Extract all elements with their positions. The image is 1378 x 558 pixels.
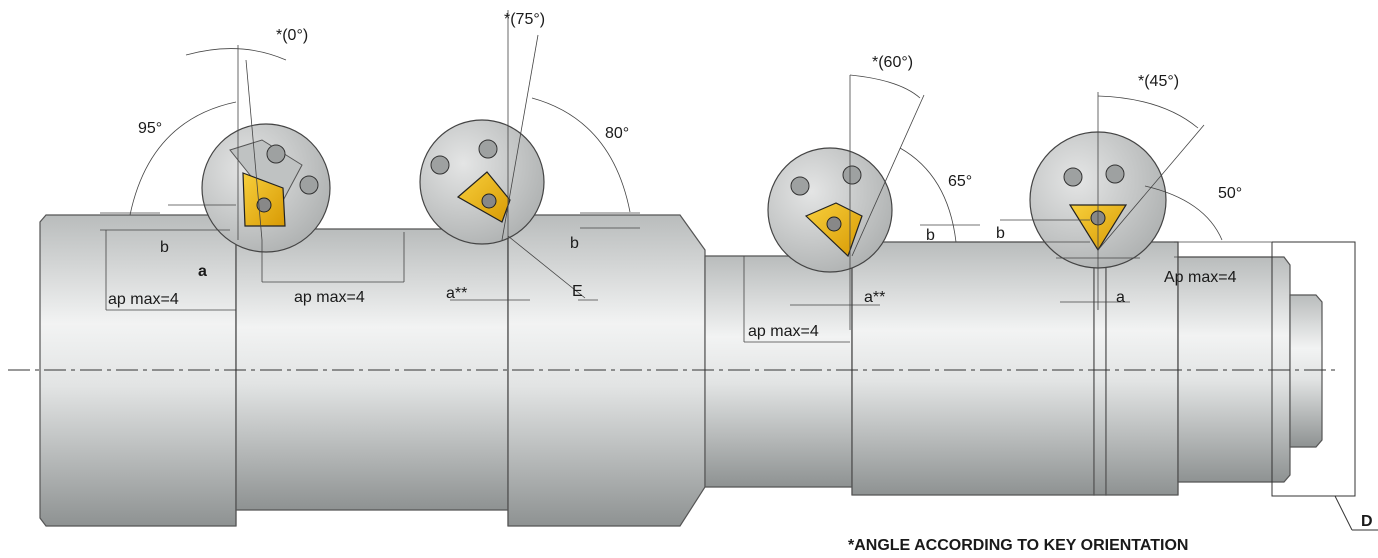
- label-angle-50: 50°: [1218, 185, 1242, 202]
- label-ap-max-2: ap max=4: [294, 289, 365, 306]
- label-angle-80: 80°: [605, 125, 629, 142]
- label-e: E: [572, 283, 583, 300]
- shaft-segment-4: [704, 255, 853, 488]
- label-ap-max-1: ap max=4: [108, 291, 179, 308]
- label-a-star-3: a**: [864, 289, 885, 306]
- tool-holder-1: [201, 123, 331, 253]
- labels: *(0°) *(75°) *(60°) *(45°) 95° 80° 65° 5…: [108, 11, 1373, 554]
- label-a-4: a: [1116, 289, 1125, 306]
- angle-lines: [100, 10, 1272, 343]
- tool-holder-3: [767, 147, 893, 273]
- label-angle-45: *(45°): [1138, 73, 1179, 90]
- label-b-2: b: [570, 235, 579, 252]
- shaft-segment-5: [851, 241, 1095, 496]
- label-a-1: a: [198, 263, 207, 280]
- label-angle-0: *(0°): [276, 27, 308, 44]
- shaft-groove: [1093, 241, 1107, 496]
- label-angle-95: 95°: [138, 120, 162, 137]
- shaft-stub: [1289, 294, 1323, 448]
- tool-holder-2: [419, 119, 545, 245]
- label-b-3: b: [926, 227, 935, 244]
- label-a-star-2: a**: [446, 285, 467, 302]
- label-angle-65: 65°: [948, 173, 972, 190]
- label-ap-max-3: ap max=4: [748, 323, 819, 340]
- label-angle-60: *(60°): [872, 54, 913, 71]
- label-d: D: [1361, 513, 1373, 530]
- footnote: *ANGLE ACCORDING TO KEY ORIENTATION: [848, 537, 1188, 554]
- label-ap-max-4: Ap max=4: [1164, 269, 1237, 286]
- label-b-4: b: [996, 225, 1005, 242]
- label-angle-75: *(75°): [504, 11, 545, 28]
- dimension-d-bracket: [1271, 241, 1378, 531]
- label-b-1: b: [160, 239, 169, 256]
